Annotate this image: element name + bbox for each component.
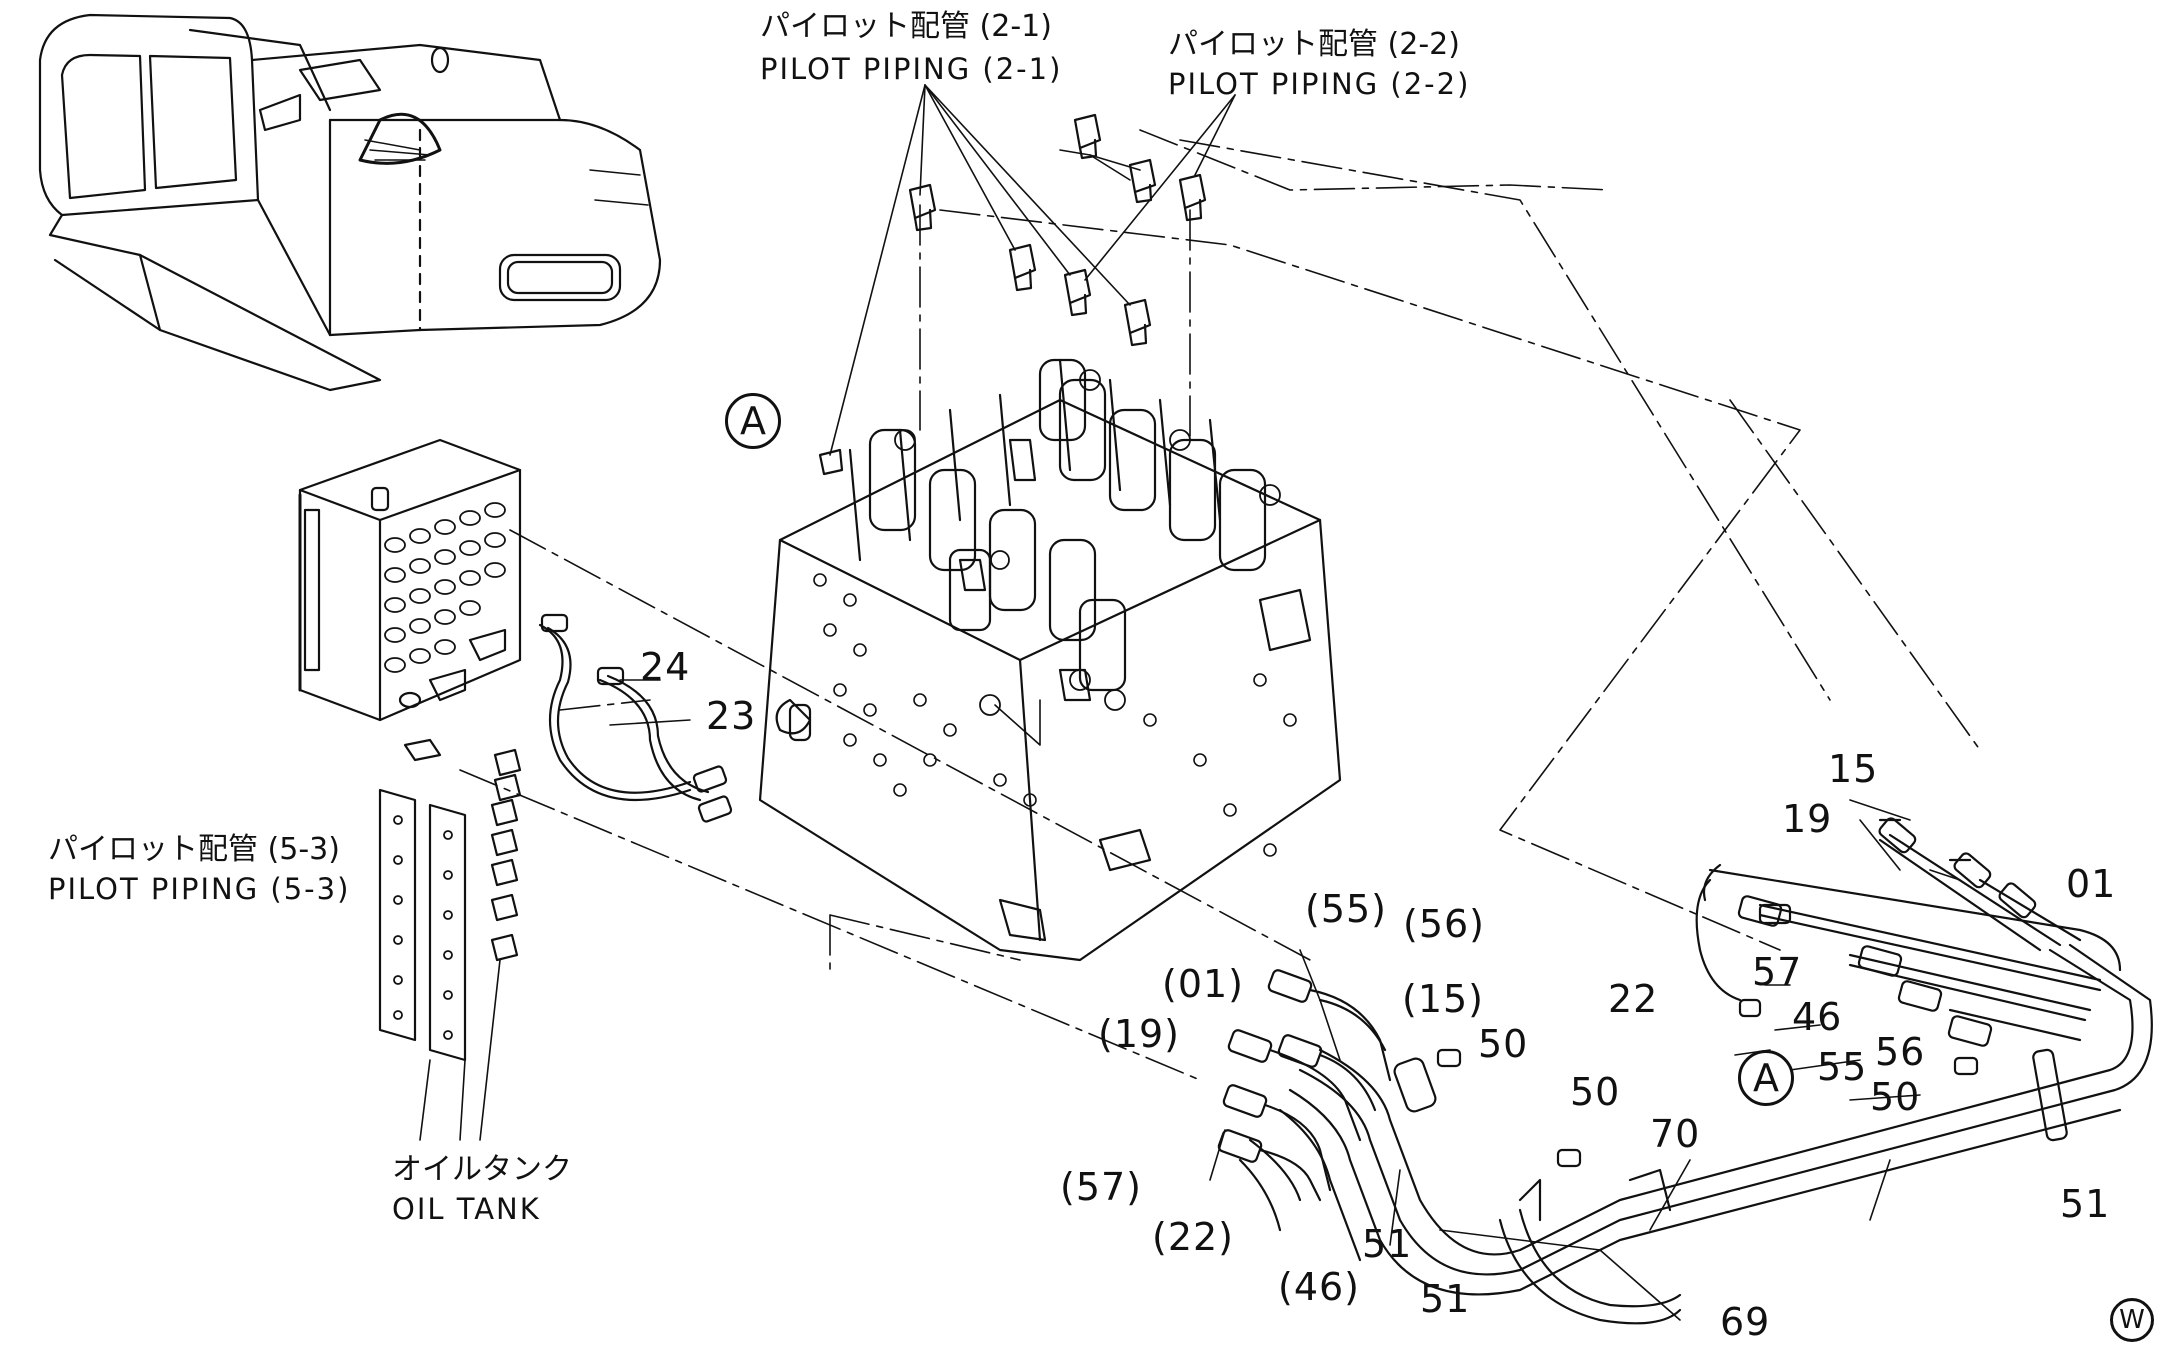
pilot-piping-2-1-en-label: PILOT PIPING (2-1) bbox=[760, 52, 1063, 86]
part-number-56-ref: (56) bbox=[1403, 902, 1486, 946]
part-number-15: 15 bbox=[1828, 747, 1879, 791]
pipe-bundle-drawing bbox=[1240, 816, 2152, 1323]
part-number-55-ref: (55) bbox=[1305, 887, 1388, 931]
part-number-19-ref: (19) bbox=[1098, 1012, 1181, 1056]
part-number-01-ref: (01) bbox=[1162, 962, 1245, 1006]
corner-marker-w: W bbox=[2110, 1298, 2154, 1342]
pilot-piping-5-3-jp-label: パイロット配管 (5-3) bbox=[48, 832, 340, 867]
part-number-51-a: 51 bbox=[1362, 1222, 1413, 1266]
oil-tank-jp-label: オイルタンク bbox=[392, 1152, 572, 1187]
control-valve-drawing bbox=[760, 360, 1340, 960]
leader-lines bbox=[420, 85, 1960, 1320]
part-number-70: 70 bbox=[1650, 1112, 1701, 1156]
part-number-50-b: 50 bbox=[1870, 1075, 1921, 1119]
oil-tank-en-label: OIL TANK bbox=[392, 1192, 541, 1226]
part-number-50-c: 50 bbox=[1570, 1070, 1621, 1114]
part-number-50-a: 50 bbox=[1478, 1022, 1529, 1066]
part-number-22: 22 bbox=[1608, 977, 1659, 1021]
part-number-22-ref: (22) bbox=[1152, 1215, 1235, 1259]
chain-lines bbox=[460, 130, 1980, 1080]
part-number-19: 19 bbox=[1782, 797, 1833, 841]
pilot-piping-2-2-en-label: PILOT PIPING (2-2) bbox=[1168, 67, 1471, 101]
oil-tank-brackets-drawing bbox=[380, 740, 520, 1060]
part-number-51-c: 51 bbox=[2060, 1182, 2111, 1226]
pilot-piping-2-1-jp-label: パイロット配管 (2-1) bbox=[760, 9, 1052, 44]
pilot-piping-2-2-jp-label: パイロット配管 (2-2) bbox=[1168, 27, 1460, 62]
part-number-46-ref: (46) bbox=[1278, 1265, 1361, 1309]
pilot-piping-5-3-en-label: PILOT PIPING (5-3) bbox=[48, 872, 351, 906]
part-number-51-b: 51 bbox=[1420, 1277, 1471, 1321]
part-number-15-ref: (15) bbox=[1402, 977, 1485, 1021]
detail-marker-a-bottom: A bbox=[1738, 1050, 1794, 1106]
part-number-46: 46 bbox=[1792, 995, 1843, 1039]
pilot-fittings-drawing bbox=[820, 115, 1205, 474]
part-number-69: 69 bbox=[1720, 1300, 1771, 1344]
hose-ends-drawing bbox=[1217, 969, 1977, 1200]
pilot-valve-block-drawing bbox=[300, 440, 520, 720]
part-number-57-ref: (57) bbox=[1060, 1165, 1143, 1209]
part-number-55: 55 bbox=[1817, 1045, 1868, 1089]
part-number-57: 57 bbox=[1752, 950, 1803, 994]
hose-23-24-drawing bbox=[540, 615, 732, 823]
excavator-overview-drawing bbox=[40, 15, 660, 390]
part-number-24: 24 bbox=[640, 645, 691, 689]
part-number-56: 56 bbox=[1875, 1030, 1926, 1074]
detail-marker-a-top: A bbox=[725, 393, 781, 449]
part-number-01: 01 bbox=[2066, 862, 2117, 906]
part-number-23: 23 bbox=[706, 694, 757, 738]
